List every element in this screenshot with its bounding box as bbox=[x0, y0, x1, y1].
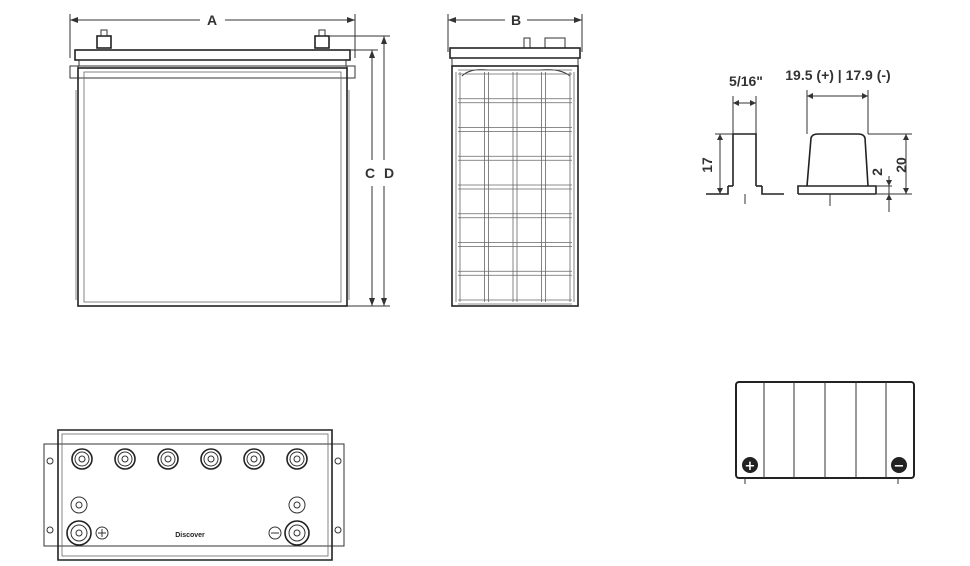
cell-cap bbox=[200, 448, 222, 470]
side-view: B bbox=[447, 12, 583, 307]
cell-cap bbox=[243, 448, 265, 470]
cell-cap bbox=[71, 448, 93, 470]
terminal-width-label: 5/16" bbox=[729, 73, 763, 89]
cell-cap bbox=[78, 455, 86, 463]
cage-grid bbox=[455, 69, 575, 305]
positive-symbol: + bbox=[745, 459, 756, 474]
cell-cap bbox=[289, 451, 305, 467]
dim-c-label: C bbox=[365, 165, 375, 181]
cell-cap bbox=[121, 455, 129, 463]
negative-symbol: − bbox=[894, 459, 905, 474]
cell-cap bbox=[203, 451, 219, 467]
cell-cap bbox=[207, 455, 215, 463]
terminal-detail-post: 19.5 (+) | 17.9 (-) 20 2 bbox=[785, 67, 912, 212]
cell-cap bbox=[117, 451, 133, 467]
cell-cap bbox=[74, 451, 90, 467]
cell-cap bbox=[157, 448, 179, 470]
dim-b-label: B bbox=[511, 12, 521, 28]
positive-terminal-icon bbox=[742, 457, 758, 473]
dim-d-label: D bbox=[384, 165, 394, 181]
cell-cap bbox=[250, 455, 258, 463]
cell-cap bbox=[293, 455, 301, 463]
post-width-label: 19.5 (+) | 17.9 (-) bbox=[785, 67, 890, 83]
top-view: Discover bbox=[43, 429, 345, 561]
terminal-detail-small: 5/16" 17 bbox=[699, 73, 784, 204]
cell-caps bbox=[71, 448, 308, 470]
negative-terminal-icon bbox=[891, 457, 907, 473]
cell-cap bbox=[160, 451, 176, 467]
layout-diagram: + − bbox=[735, 381, 915, 484]
terminal-height-label: 17 bbox=[699, 157, 715, 173]
dim-a-label: A bbox=[207, 12, 217, 28]
cell-cap bbox=[164, 455, 172, 463]
cell-cap bbox=[114, 448, 136, 470]
front-view: A C D bbox=[69, 12, 394, 307]
brand-label: Discover bbox=[175, 532, 205, 539]
post-base-label: 2 bbox=[869, 168, 885, 176]
post-height-label: 20 bbox=[893, 157, 909, 173]
cell-cap bbox=[246, 451, 262, 467]
cell-cap bbox=[286, 448, 308, 470]
